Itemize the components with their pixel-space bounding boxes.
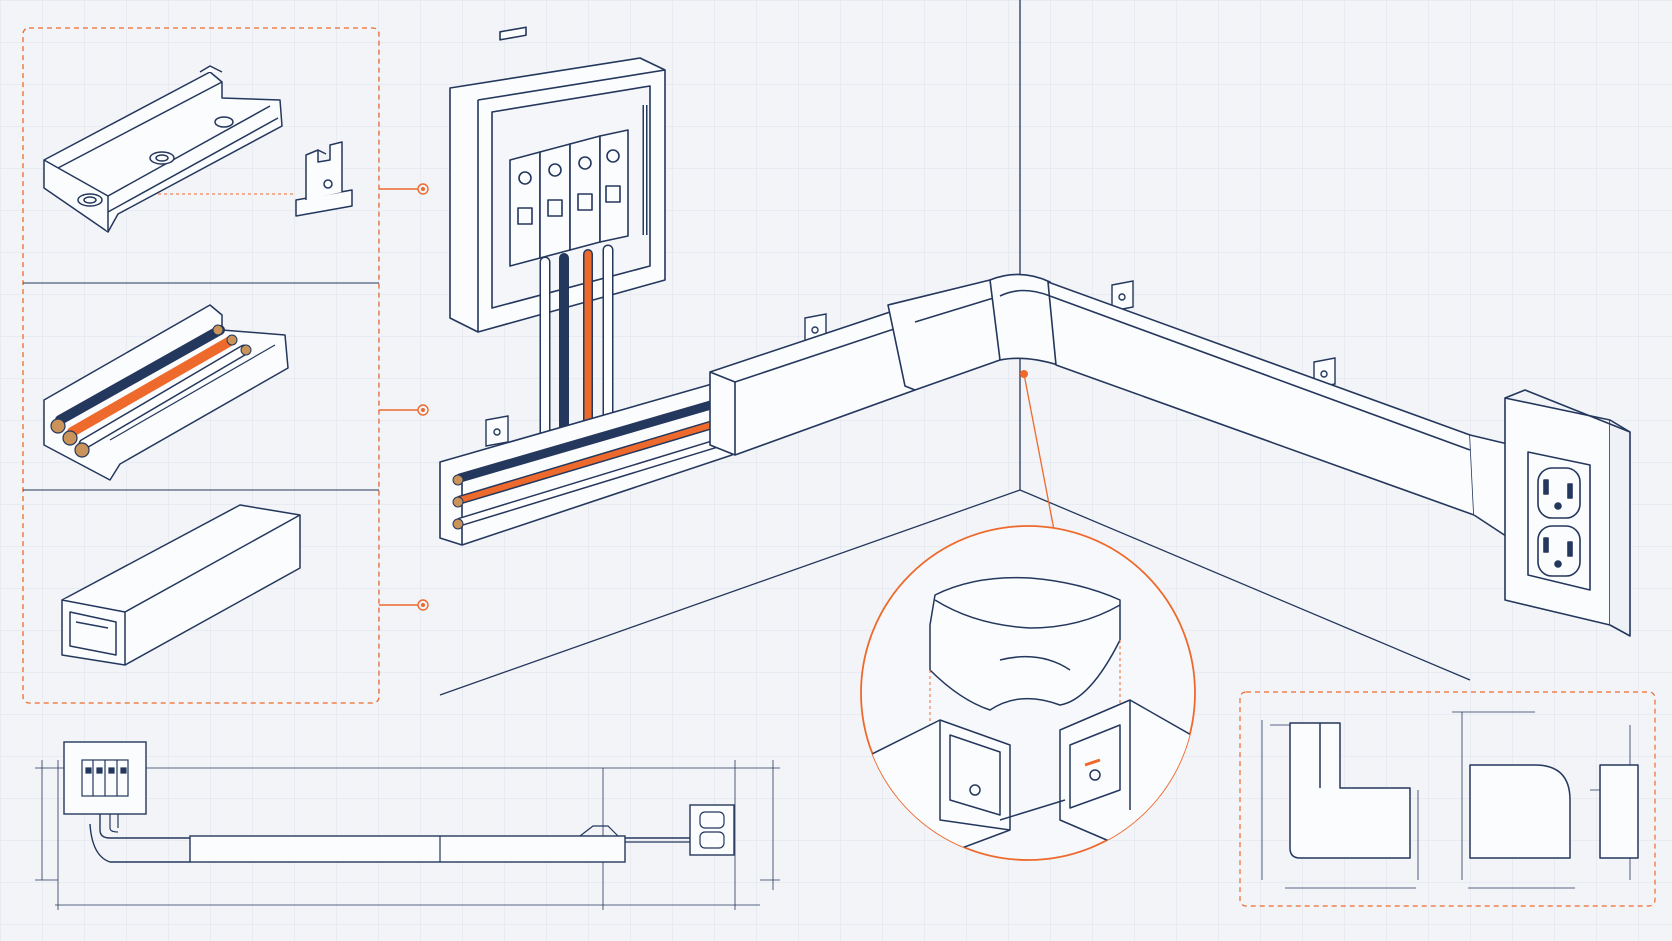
elevation-receptacle (689, 804, 735, 856)
elevation-view (35, 741, 780, 910)
elevation-raceway (189, 835, 626, 863)
raceway-cover (61, 504, 301, 666)
exploded-parts-panel (22, 27, 429, 704)
corner-callout-leader (1020, 370, 1056, 536)
open-raceway-section (439, 383, 733, 546)
duplex-receptacle (1504, 389, 1631, 637)
mounting-rail (43, 65, 283, 233)
raceway-run-right (1047, 281, 1513, 541)
raceway-base-with-conductors (43, 304, 289, 481)
corner-profile (1469, 764, 1571, 859)
raceway-run (709, 279, 1001, 456)
room-corner-lines (439, 0, 1471, 696)
profile-views (1239, 691, 1656, 907)
circuit-breakers (509, 129, 629, 267)
corner-cover (929, 576, 1121, 711)
panel-conductors (539, 244, 614, 446)
panel-callout-leaders (379, 183, 429, 611)
wire-clip (295, 141, 353, 217)
end-cap-profile (1599, 764, 1639, 859)
corner-elbow (989, 273, 1059, 366)
corner-detail-callout (860, 525, 1196, 861)
